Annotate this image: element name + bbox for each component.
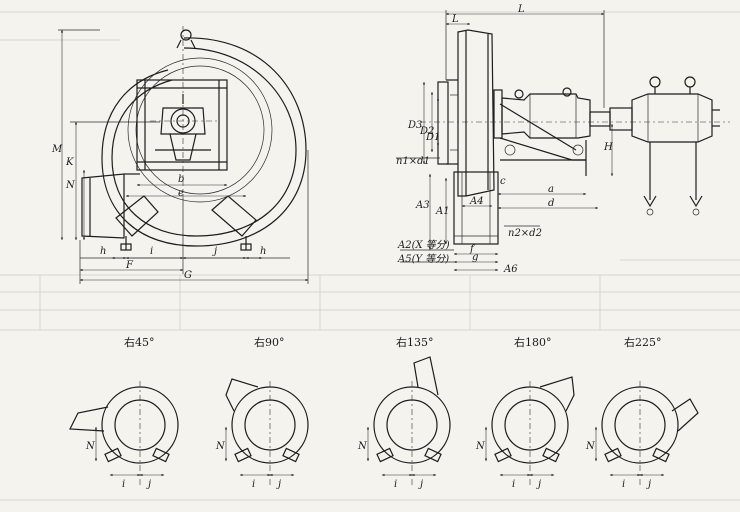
label-H: H xyxy=(603,142,613,153)
label-N: N xyxy=(215,441,226,452)
frame-box xyxy=(136,79,228,171)
orientation-2: 右90° Ni j xyxy=(215,335,309,490)
foot-right xyxy=(282,447,300,463)
label-l: L xyxy=(451,14,459,25)
label-A6: A6 xyxy=(503,264,518,275)
label-j: j xyxy=(146,479,151,490)
label-j: j xyxy=(536,479,541,490)
foot-left xyxy=(376,447,394,463)
outlet-duct xyxy=(69,406,109,432)
orientation-caption: 右225° xyxy=(624,335,662,349)
foot-right xyxy=(424,447,442,463)
orientation-3: 右135° Ni j xyxy=(357,335,451,490)
orientation-caption: 右90° xyxy=(254,335,285,349)
label-f: f xyxy=(469,244,476,255)
label-D3: D3 xyxy=(407,120,422,131)
outlet-duct xyxy=(225,378,259,412)
inlet-box xyxy=(453,171,499,245)
label-N: N xyxy=(357,441,368,452)
label-d: d xyxy=(548,198,554,209)
label-K: K xyxy=(65,157,74,168)
label-A1: A1 xyxy=(435,206,450,217)
label-N: N xyxy=(475,441,486,452)
label-i: i xyxy=(150,246,153,257)
front-view: M K N b e h i j h F G xyxy=(51,26,309,284)
orientation-caption: 右45° xyxy=(124,335,155,349)
label-i: i xyxy=(252,479,255,490)
outlet-duct xyxy=(539,376,575,412)
label-A4: A4 xyxy=(469,196,484,207)
background-table-lines xyxy=(0,11,740,501)
label-b: b xyxy=(178,174,184,185)
label-c: c xyxy=(500,176,506,187)
label-A3: A3 xyxy=(415,200,430,211)
label-a: a xyxy=(548,184,554,195)
label-L: L xyxy=(517,4,525,15)
orientation-5: 右225° Ni j xyxy=(585,335,699,490)
label-j: j xyxy=(646,479,651,490)
label-j: j xyxy=(212,246,217,257)
label-i: i xyxy=(512,479,515,490)
orientation-4: 右180° Ni j xyxy=(475,335,575,490)
label-h-left: h xyxy=(100,246,106,257)
outlet-duct xyxy=(413,356,439,396)
orientation-1: 右45° Ni j xyxy=(69,335,179,490)
label-h-right: h xyxy=(260,246,266,257)
label-e: e xyxy=(178,188,184,199)
label-n2d2: n2×d2 xyxy=(508,228,542,239)
label-i: i xyxy=(122,479,125,490)
label-M: M xyxy=(51,144,63,155)
foot-right xyxy=(542,447,560,463)
label-i: i xyxy=(394,479,397,490)
label-A2: A2(X 等分) xyxy=(397,239,450,251)
label-N: N xyxy=(85,441,96,452)
label-N: N xyxy=(585,441,596,452)
label-D2: D2 xyxy=(419,126,434,137)
label-G: G xyxy=(184,270,192,281)
foot-left xyxy=(234,447,252,463)
side-housing xyxy=(457,29,495,197)
foot-left xyxy=(604,447,622,463)
volute-casing xyxy=(101,37,307,247)
label-n1d1: n1×d1 xyxy=(396,156,430,167)
foot-right xyxy=(652,447,670,463)
motor xyxy=(631,93,713,143)
orientation-caption: 右180° xyxy=(514,335,552,349)
outlet-duct xyxy=(81,173,125,239)
label-j: j xyxy=(276,479,281,490)
label-j: j xyxy=(418,479,423,490)
orientation-variants: 右45° Ni j 右90° Ni j 右135° Ni j 右180° Ni j 右225° Ni j xyxy=(69,335,699,490)
foot-left xyxy=(494,447,512,463)
outlet-duct xyxy=(671,398,699,432)
foot-right xyxy=(152,447,170,463)
label-g: g xyxy=(472,252,478,263)
label-i: i xyxy=(622,479,625,490)
side-view: L L D3 D2 D1 n1×d1 A3 A1 A4 a c d H n2×d… xyxy=(396,4,730,275)
label-D1: D1 xyxy=(425,132,440,143)
label-N: N xyxy=(65,180,76,191)
orientation-caption: 右135° xyxy=(396,335,434,349)
foot-left xyxy=(104,447,122,463)
label-F: F xyxy=(125,260,134,271)
label-A5: A5(Y 等分) xyxy=(397,253,449,265)
